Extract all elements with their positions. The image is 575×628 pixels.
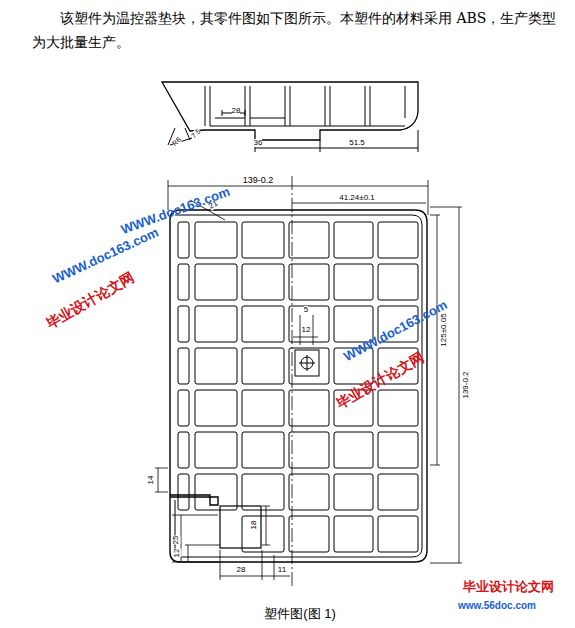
dimension-text: 5 <box>304 306 308 314</box>
grid-cell <box>289 348 329 384</box>
dimension-text: 28 <box>232 107 241 115</box>
grid-cell <box>334 516 373 552</box>
grid-cell <box>178 348 189 384</box>
grid-cell <box>334 474 373 510</box>
grid-cell <box>289 390 329 426</box>
grid-cell <box>242 222 284 258</box>
grid-cell <box>178 306 189 342</box>
dimension-text: 25 <box>172 536 180 545</box>
dimension-text: 139-0.2 <box>462 371 470 398</box>
grid-cell <box>289 432 329 468</box>
watermark: 毕业设计论文网 <box>463 580 554 593</box>
dimension-text: R6 <box>170 135 181 146</box>
grid-cell <box>195 474 237 510</box>
grid-cell <box>195 222 237 258</box>
grid-cell <box>334 432 373 468</box>
part-outline <box>170 210 427 562</box>
grid-cell <box>378 474 418 510</box>
dimension-text: 125±0.05 <box>440 313 448 346</box>
dimension-text: 36 <box>254 139 263 147</box>
watermark: WWW.doc163.com <box>341 297 449 362</box>
grid-cell <box>242 348 284 384</box>
dimension-text: 14 <box>147 476 155 485</box>
grid-cell <box>378 432 418 468</box>
dimension-text: 41.24±0.1 <box>339 194 375 202</box>
grid-cell <box>289 306 329 342</box>
grid-cell <box>242 306 284 342</box>
grid-cell <box>242 432 284 468</box>
grid-cell <box>378 390 418 426</box>
grid-cell <box>178 222 189 258</box>
grid-cell <box>178 432 189 468</box>
grid-cell <box>195 306 237 342</box>
grid-cell <box>289 264 329 300</box>
figure-caption: 塑件图(图 1) <box>264 607 336 620</box>
grid-cell <box>289 516 329 552</box>
grid-cell <box>195 432 237 468</box>
grid-cell <box>242 516 284 552</box>
dimension-lines <box>155 180 462 580</box>
grid-cell <box>334 264 373 300</box>
grid-cell <box>195 390 237 426</box>
grid-cell <box>242 264 284 300</box>
dimension-text: 18 <box>250 521 258 530</box>
dimension-text: 51.5 <box>349 139 365 147</box>
grid-cell <box>378 516 418 552</box>
dimension-text: 12 <box>302 326 311 334</box>
grid-cell <box>334 222 373 258</box>
dimension-text: 139-0.2 <box>243 176 274 185</box>
grid-cell <box>178 264 189 300</box>
dimension-text: 11 <box>278 566 286 574</box>
grid-cell <box>289 474 329 510</box>
grid-cell <box>242 474 284 510</box>
center-line <box>292 176 293 588</box>
dimension-text: 12 <box>173 549 181 558</box>
dimension-text: 28 <box>237 566 246 574</box>
watermark: WWW.doc163.com <box>50 225 160 285</box>
watermark: www.56doc.com <box>458 601 536 611</box>
grid-cell <box>178 474 189 510</box>
grid-cell <box>334 306 373 342</box>
grid-cell <box>378 222 418 258</box>
grid-cell <box>195 264 237 300</box>
grid-cell <box>378 264 418 300</box>
grid-cell <box>242 390 284 426</box>
section-view <box>162 82 418 152</box>
rib-grid <box>178 222 418 552</box>
dimension-text: 7.5 <box>190 127 202 139</box>
grid-cell <box>178 390 189 426</box>
grid-cell <box>195 348 237 384</box>
description-text: 该塑件为温控器垫块，其零件图如下图所示。本塑件的材料采用 ABS，生产类型为大批… <box>32 6 568 54</box>
grid-cell <box>289 222 329 258</box>
